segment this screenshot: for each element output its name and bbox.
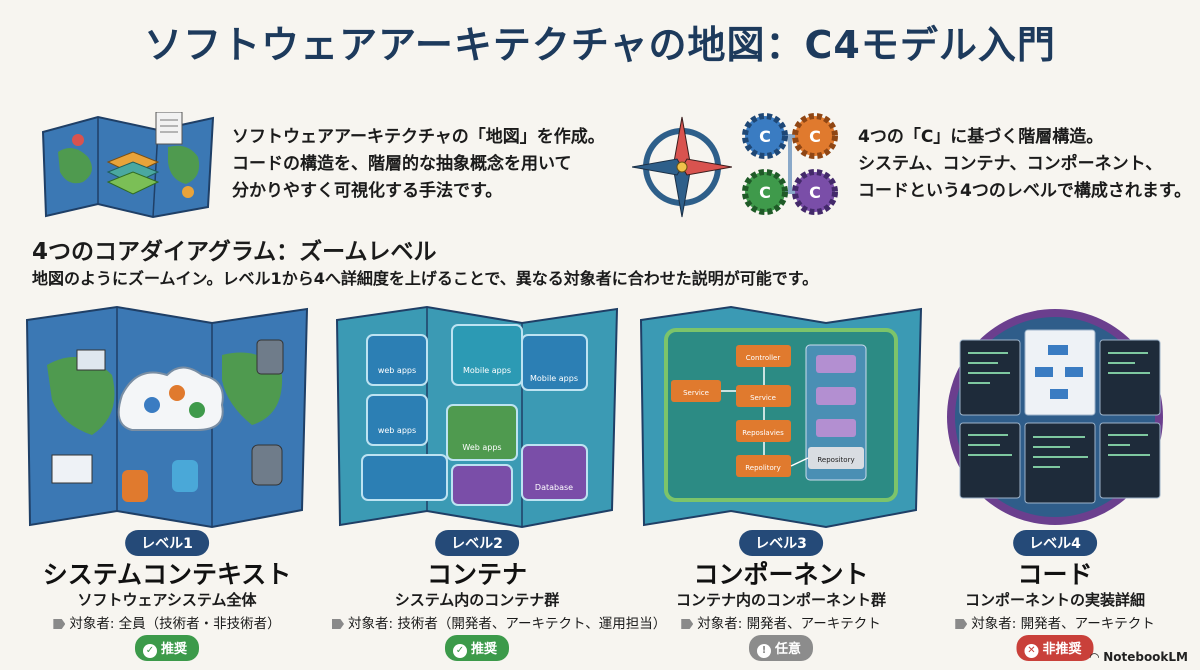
level-pill: レベル2 xyxy=(435,530,519,556)
container-label: Mobile apps xyxy=(463,366,511,375)
status-badge: ✓推奨 xyxy=(444,635,510,661)
container-label: web apps xyxy=(378,426,416,435)
gear-letter: C xyxy=(759,183,771,202)
code-circle-illustration xyxy=(947,309,1163,525)
level-pill: レベル3 xyxy=(739,530,823,556)
component-label: Service xyxy=(750,394,776,402)
badge-label: 推奨 xyxy=(160,642,188,657)
tag-icon xyxy=(53,619,66,629)
level-audience: 対象者: 開発者、アーキテクト xyxy=(636,612,926,632)
level-card-4: レベル4 コード コンポーネントの実装詳細 対象者: 開発者、アーキテクト ✕非… xyxy=(920,305,1190,665)
level-title: コード xyxy=(1017,560,1093,589)
component-label: Service xyxy=(683,389,709,397)
level-title: システムコンテキスト xyxy=(42,560,292,589)
intro-left-text: ソフトウェアアーキテクチャの「地図」を作成。 コードの構造を、階層的な抽象概念を… xyxy=(232,124,605,205)
level-audience: 対象者: 開発者、アーキテクト xyxy=(920,612,1190,632)
component-label: Repository xyxy=(817,456,854,464)
container-label: Web apps xyxy=(462,443,501,452)
tag-icon xyxy=(681,619,694,629)
component-map: Controller Service Service Reposlavies R… xyxy=(639,305,923,529)
section-heading: 4つのコアダイアグラム：ズームレベル xyxy=(32,239,437,265)
audience-text: 対象者: 技術者（開発者、アーキテクト、運用担当） xyxy=(348,616,667,632)
container-label: Database xyxy=(535,483,573,492)
badge-label: 推奨 xyxy=(470,642,498,657)
gear-letter: C xyxy=(759,127,771,146)
intro-left-line: 分かりやすく可視化する手法です。 xyxy=(232,181,503,201)
logo-icon: ◠ xyxy=(1089,650,1104,664)
status-badge: !任意 xyxy=(748,635,814,661)
intro-right-line: コードという4つのレベルで構成されます。 xyxy=(858,181,1192,201)
notebooklm-logo: ◠ NotebookLM xyxy=(1090,650,1188,664)
check-icon: ✓ xyxy=(142,644,157,658)
gears-icon: C C C C xyxy=(742,113,838,215)
audience-text: 対象者: 開発者、アーキテクト xyxy=(971,616,1155,632)
component-label: Reposlavies xyxy=(742,429,784,437)
component-label: Repolitory xyxy=(745,464,781,472)
container-label: web apps xyxy=(378,366,416,375)
level-description: コンポーネントの実装詳細 xyxy=(964,591,1145,609)
close-icon: ✕ xyxy=(1024,644,1039,658)
tag-icon xyxy=(332,619,344,629)
level-description: コンテナ内のコンポーネント群 xyxy=(675,591,886,609)
level-title: コンテナ xyxy=(426,560,527,589)
tag-icon xyxy=(955,619,968,629)
status-badge: ✓推奨 xyxy=(134,635,200,661)
level-pill: レベル1 xyxy=(125,530,209,556)
level-description: ソフトウェアシステム全体 xyxy=(77,591,257,609)
level-card-2: web apps Mobile apps Mobile apps web app… xyxy=(332,305,666,665)
level-audience: 対象者: 技術者（開発者、アーキテクト、運用担当） xyxy=(332,612,666,632)
level-card-3: Controller Service Service Reposlavies R… xyxy=(636,305,926,665)
map-illustration xyxy=(41,112,215,219)
logo-text: NotebookLM xyxy=(1103,650,1188,664)
intro-left-line: コードの構造を、階層的な抽象概念を用いて xyxy=(232,154,572,174)
intro-right-line: システム、コンテナ、コンポーネント、 xyxy=(858,154,1163,174)
level-audience: 対象者: 全員（技術者・非技術者） xyxy=(22,612,312,632)
component-label: Controller xyxy=(746,354,781,362)
audience-text: 対象者: 全員（技術者・非技術者） xyxy=(69,616,281,632)
gear-letter: C xyxy=(809,127,821,146)
section-subheading: 地図のようにズームイン。レベル1から4へ詳細度を上げることで、異なる対象者に合わ… xyxy=(32,269,819,288)
container-label: Mobile apps xyxy=(530,374,578,383)
info-icon: ! xyxy=(756,644,771,658)
badge-label: 任意 xyxy=(774,642,802,657)
intro-left-line: ソフトウェアアーキテクチャの「地図」を作成。 xyxy=(232,127,605,147)
audience-text: 対象者: 開発者、アーキテクト xyxy=(697,616,881,632)
page-title: ソフトウェアアーキテクチャの地図：C4モデル入門 xyxy=(144,23,1056,67)
system-context-map xyxy=(25,305,309,529)
gear-letter: C xyxy=(809,183,821,202)
container-map: web apps Mobile apps Mobile apps web app… xyxy=(335,305,619,529)
intro-right-line: 4つの「C」に基づく階層構造。 xyxy=(858,127,1104,147)
level-card-1: レベル1 システムコンテキスト ソフトウェアシステム全体 対象者: 全員（技術者… xyxy=(22,305,312,665)
status-badge: ✕非推奨 xyxy=(1016,635,1094,661)
level-pill: レベル4 xyxy=(1013,530,1097,556)
badge-label: 非推奨 xyxy=(1042,642,1082,657)
check-icon: ✓ xyxy=(452,644,467,658)
level-title: コンポーネント xyxy=(693,560,869,589)
intro-right-text: 4つの「C」に基づく階層構造。 システム、コンテナ、コンポーネント、 コードとい… xyxy=(858,124,1191,205)
compass-icon xyxy=(632,116,732,218)
level-description: システム内のコンテナ群 xyxy=(394,591,560,609)
